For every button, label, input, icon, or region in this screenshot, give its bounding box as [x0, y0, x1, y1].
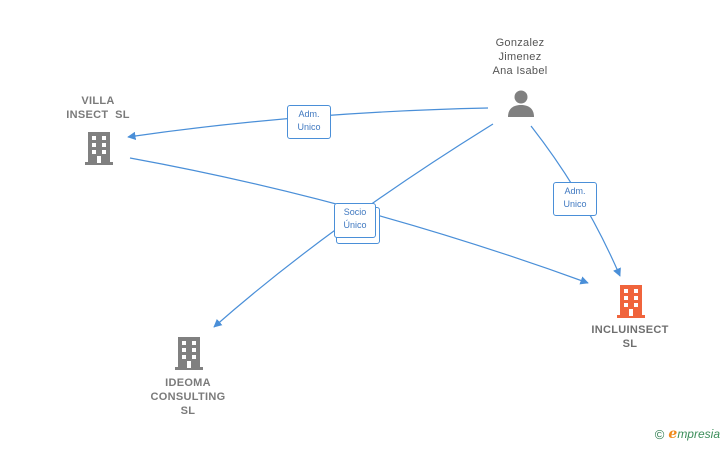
ideoma-consulting-name: IDEOMA CONSULTING SL — [138, 376, 238, 418]
edge-label-line: Adm. — [564, 186, 586, 196]
incluinsect-name-line-1: INCLUINSECT — [591, 324, 669, 336]
building-icon[interactable] — [84, 131, 114, 165]
ideoma-name-line-1: IDEOMA — [165, 377, 211, 389]
person-icon[interactable] — [506, 88, 536, 118]
edge-label-line: Unico — [297, 122, 321, 132]
person-name-line-1: Gonzalez — [495, 37, 545, 49]
edge-label-person-incluinsect[interactable]: Adm. Unico — [553, 182, 597, 216]
edge-label-person-villa[interactable]: Adm. Unico — [287, 105, 331, 139]
edge-label-line: Unico — [563, 199, 587, 209]
villa-insect-name: VILLA INSECT SL — [50, 94, 146, 122]
building-icon[interactable] — [616, 284, 646, 318]
brand-initial: e — [668, 426, 678, 442]
building-icon[interactable] — [174, 336, 204, 370]
brand-name: mpresia — [677, 427, 720, 441]
edge-label-line: Único — [343, 220, 367, 230]
ideoma-name-line-3: SL — [180, 405, 196, 417]
villa-insect-name-line-2: INSECT SL — [66, 109, 130, 121]
person-name: Gonzalez Jimenez Ana Isabel — [470, 36, 570, 78]
person-name-line-3: Ana Isabel — [492, 65, 548, 77]
incluinsect-name: INCLUINSECT SL — [578, 323, 682, 351]
person-name-line-2: Jimenez — [498, 51, 542, 63]
edge-label-line: Socio — [343, 207, 367, 217]
brand-logo: © empresia — [655, 426, 720, 442]
edge-label-line: Adm. — [298, 109, 320, 119]
copyright-symbol: © — [654, 426, 665, 442]
ideoma-name-line-2: CONSULTING — [150, 391, 226, 403]
edge-label-socio[interactable]: Socio Único — [334, 203, 376, 238]
villa-insect-name-line-1: VILLA — [81, 95, 115, 107]
incluinsect-name-line-2: SL — [622, 338, 638, 350]
